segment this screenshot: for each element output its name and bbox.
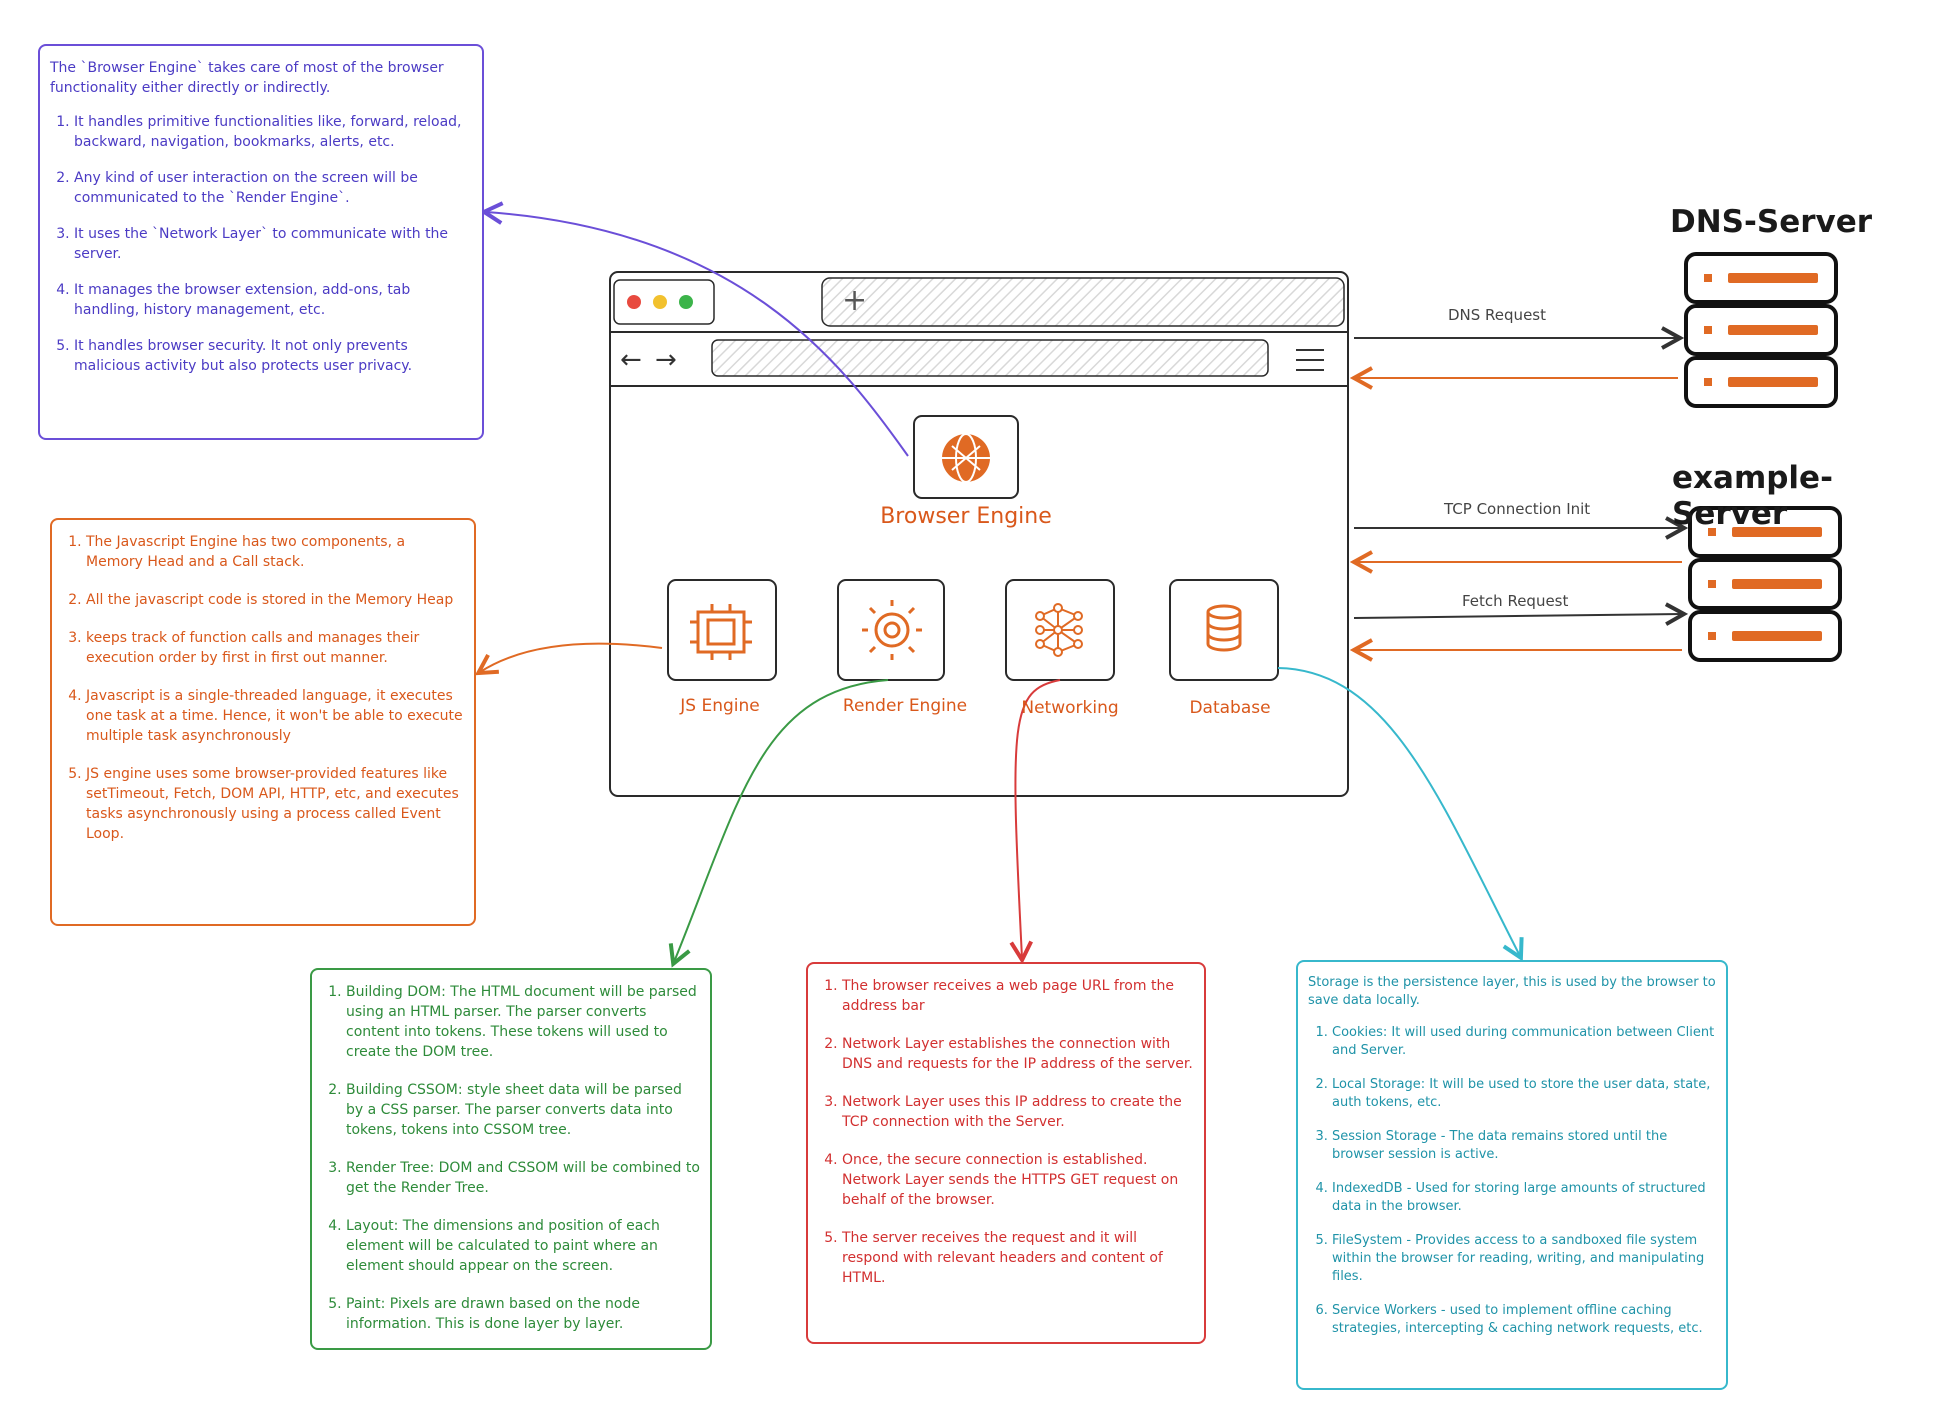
database-connector [1277, 667, 1520, 956]
networking-node [1005, 579, 1115, 681]
minimize-dot-icon[interactable] [653, 295, 667, 309]
js-engine-notes: The Javascript Engine has two components… [50, 518, 476, 926]
fetch-request-label: Fetch Request [1462, 592, 1569, 610]
cpu-chip-icon [690, 604, 752, 660]
js-engine-node [667, 579, 777, 681]
list-item: FileSystem - Provides access to a sandbo… [1332, 1232, 1716, 1286]
js-engine-connector [480, 642, 663, 672]
close-dot-icon[interactable] [627, 295, 641, 309]
hamburger-menu-icon[interactable] [1296, 349, 1324, 371]
globe-icon [942, 433, 990, 483]
list-item: Session Storage - The data remains store… [1332, 1128, 1716, 1164]
list-item: It uses the `Network Layer` to communica… [74, 224, 472, 264]
browser-window: + ← → [609, 271, 1349, 797]
dns-server-title: DNS-Server [1670, 204, 1873, 240]
database-cylinder-icon [1206, 604, 1242, 652]
list-item: Building CSSOM: style sheet data will be… [346, 1080, 700, 1140]
list-item: It handles primitive functionalities lik… [74, 112, 472, 152]
example-server-stack [1688, 506, 1842, 662]
list-item: Network Layer establishes the connection… [842, 1034, 1194, 1074]
list-item: Cookies: It will used during communicati… [1332, 1024, 1716, 1060]
gear-icon [862, 600, 922, 660]
list-item: Layout: The dimensions and position of e… [346, 1216, 700, 1276]
list-item: The server receives the request and it w… [842, 1228, 1194, 1288]
forward-arrow-icon[interactable]: → [655, 345, 677, 375]
list-item: All the javascript code is stored in the… [86, 590, 464, 610]
network-arrows [1354, 338, 1682, 650]
networking-notes: The browser receives a web page URL from… [806, 962, 1206, 1344]
maximize-dot-icon[interactable] [679, 295, 693, 309]
render-engine-notes: Building DOM: The HTML document will be … [310, 968, 712, 1350]
database-node [1169, 579, 1279, 681]
browser-engine-node [913, 415, 1019, 499]
list-item: Any kind of user interaction on the scre… [74, 168, 472, 208]
dns-request-label: DNS Request [1448, 306, 1546, 324]
browser-engine-label: Browser Engine [880, 504, 1052, 529]
render-engine-label: Render Engine [842, 696, 968, 716]
example-server-title: example-Server [1672, 460, 1833, 532]
list-item: Service Workers - used to implement offl… [1332, 1302, 1716, 1338]
dns-server-stack [1684, 252, 1838, 408]
browser-engine-connector [486, 212, 909, 457]
render-engine-connector [674, 679, 889, 962]
tab-strip[interactable] [821, 277, 1345, 327]
list-item: Javascript is a single-threaded language… [86, 686, 464, 746]
list-item: Paint: Pixels are drawn based on the nod… [346, 1294, 700, 1334]
render-engine-node [837, 579, 945, 681]
list-item: Once, the secure connection is establish… [842, 1150, 1194, 1210]
list-item: Local Storage: It will be used to store … [1332, 1076, 1716, 1112]
networking-connector [1015, 679, 1061, 958]
js-engine-label: JS Engine [680, 696, 760, 716]
database-label: Database [1189, 698, 1271, 718]
list-item: Render Tree: DOM and CSSOM will be combi… [346, 1158, 700, 1198]
list-item: JS engine uses some browser-provided fea… [86, 764, 464, 844]
networking-label: Networking [1021, 698, 1119, 718]
database-notes-intro: Storage is the persistence layer, this i… [1308, 975, 1716, 1008]
back-arrow-icon[interactable]: ← [620, 345, 642, 375]
database-notes: Storage is the persistence layer, this i… [1296, 960, 1728, 1390]
list-item: Building DOM: The HTML document will be … [346, 982, 700, 1062]
list-item: Network Layer uses this IP address to cr… [842, 1092, 1194, 1132]
list-item: keeps track of function calls and manage… [86, 628, 464, 668]
list-item: The browser receives a web page URL from… [842, 976, 1194, 1016]
browser-engine-notes: The `Browser Engine` takes care of most … [38, 44, 484, 440]
neural-network-icon [1035, 603, 1083, 657]
browser-engine-notes-intro: The `Browser Engine` takes care of most … [50, 60, 444, 96]
list-item: The Javascript Engine has two components… [86, 532, 464, 572]
list-item: IndexedDB - Used for storing large amoun… [1332, 1180, 1716, 1216]
tcp-init-label: TCP Connection Init [1444, 500, 1591, 518]
new-tab-icon[interactable]: + [842, 283, 867, 318]
fetch-request-arrow [1353, 614, 1682, 618]
list-item: It handles browser security. It not only… [74, 336, 472, 376]
address-bar[interactable] [711, 339, 1269, 377]
list-item: It manages the browser extension, add-on… [74, 280, 472, 320]
